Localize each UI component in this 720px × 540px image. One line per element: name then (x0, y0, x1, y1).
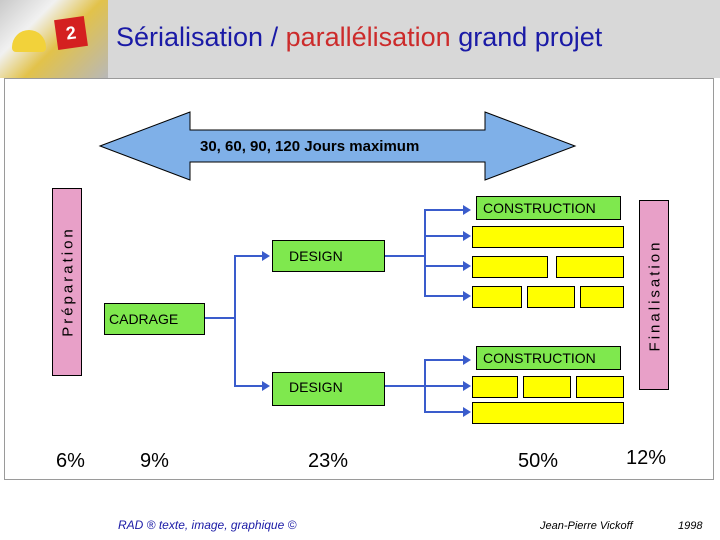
preparation-label: Préparation (59, 226, 77, 337)
arrowhead (463, 261, 471, 271)
percentage-design: 23% (308, 450, 349, 472)
connector-cadrage-design-top (205, 255, 262, 319)
cadrage-box: CADRAGE (104, 303, 205, 335)
construction-bottom-label: CONSTRUCTION (483, 350, 596, 366)
footer-copyright: RAD ® texte, image, graphique © (118, 518, 297, 532)
title-part-grand-projet: grand projet (450, 22, 603, 52)
footer-year: 1998 (678, 520, 703, 532)
construction-bottom-row-1-a (472, 376, 518, 398)
arrowhead (262, 381, 270, 391)
design-top-box: DESIGN (272, 240, 385, 272)
construction-top-label: CONSTRUCTION (483, 200, 596, 216)
design-bottom-box: DESIGN (272, 372, 385, 406)
connector-design-top-branch-3 (424, 256, 465, 267)
arrowhead (463, 381, 471, 391)
construction-top-row-1 (472, 226, 624, 248)
title-part-serialisation: Sérialisation / (116, 22, 286, 52)
connector-lines (205, 209, 465, 413)
page-title: Sérialisation / parallélisation grand pr… (116, 22, 602, 53)
helmet-image (12, 30, 46, 52)
arrowhead (463, 355, 471, 365)
connector-design-top-branch-1 (385, 209, 465, 257)
header-photo: 2 (0, 0, 108, 78)
percentage-preparation: 6% (56, 450, 85, 472)
connector-arrowheads (262, 205, 471, 417)
construction-top-row-2-a (472, 256, 548, 278)
construction-bottom-row-1-c (576, 376, 624, 398)
design-top-label: DESIGN (289, 248, 343, 264)
finalisation-label: Finalisation (646, 239, 664, 352)
construction-bottom-box: CONSTRUCTION (476, 346, 621, 370)
percentage-cadrage: 9% (140, 450, 169, 472)
arrowhead (463, 291, 471, 301)
footer-author: Jean-Pierre Vickoff (540, 520, 633, 532)
arrowhead (463, 407, 471, 417)
arrow-label: 30, 60, 90, 120 Jours maximum (200, 138, 420, 155)
connector-design-top-branch-4 (424, 266, 465, 297)
construction-bottom-row-1-b (523, 376, 571, 398)
design-bottom-label: DESIGN (289, 379, 343, 395)
arrowhead (463, 205, 471, 215)
arrowhead (262, 251, 270, 261)
connector-cadrage-design-bottom (205, 317, 262, 387)
duration-double-arrow (98, 111, 577, 181)
construction-top-box: CONSTRUCTION (476, 196, 621, 220)
connector-design-bottom-branch-3 (424, 386, 465, 413)
finalisation-bar: Finalisation (639, 200, 669, 390)
connector-design-bottom-branch-1 (385, 359, 465, 387)
construction-top-row-2-b (556, 256, 624, 278)
construction-top-row-3-c (580, 286, 624, 308)
arrowhead (463, 231, 471, 241)
percentage-construction: 50% (518, 450, 559, 472)
construction-top-row-3-b (527, 286, 575, 308)
header-bar: 2 Sérialisation / parallélisation grand … (0, 0, 720, 78)
percentage-finalisation: 12% (626, 447, 667, 469)
preparation-bar: Préparation (52, 188, 82, 376)
title-part-parallelisation: parallélisation (285, 22, 451, 52)
construction-top-row-3-a (472, 286, 522, 308)
cadrage-label: CADRAGE (109, 311, 179, 327)
construction-bottom-row-2 (472, 402, 624, 424)
